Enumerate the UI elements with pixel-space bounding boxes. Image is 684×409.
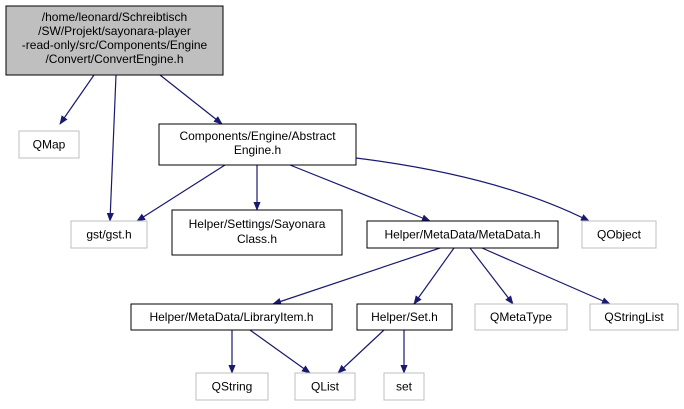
node-box (589, 303, 679, 331)
node-label-line: Helper/Set.h (371, 310, 438, 324)
node-label-line: QList (311, 380, 340, 394)
edge-set_h-to-qlist (337, 329, 385, 374)
node-box (366, 220, 559, 249)
node-label-line: Class.h (237, 232, 277, 246)
edge-abstractengine-to-qobject (355, 157, 590, 222)
node-label-line: Engine.h (234, 143, 281, 157)
node-box (130, 303, 333, 331)
node-box (474, 303, 568, 331)
node-label-line: QString (212, 380, 253, 394)
node-label-line: Helper/Settings/Sayonara (189, 217, 326, 231)
edge-convertengine-to-gst (106, 74, 117, 222)
edge-libraryitem-to-qlist (249, 329, 311, 374)
node-box (158, 123, 357, 166)
edge-abstractengine-to-gst (136, 164, 226, 222)
node-sayonaraclass-h[interactable]: Helper/Settings/Sayonara Class.h (171, 209, 343, 256)
node-label-line: QMap (33, 138, 66, 152)
node-box (18, 130, 80, 159)
edge-metadata-to-libraryitem (272, 247, 441, 305)
node-gst-gst-h[interactable]: gst/gst.h (70, 220, 148, 249)
node-label-line: QObject (597, 228, 642, 242)
node-label-line: /Convert/ConvertEngine.h (45, 52, 183, 66)
node-convertengine-h[interactable]: /home/leonard/Schreibtisch /SW/Projekt/s… (5, 5, 224, 76)
node-label-line: QMetaType (490, 310, 552, 324)
node-label-line: gst/gst.h (86, 228, 131, 242)
node-box (195, 372, 269, 401)
node-set-h[interactable]: Helper/Set.h (356, 303, 453, 331)
node-set[interactable]: set (383, 372, 425, 401)
edge-metadata-to-qstringlist (481, 247, 611, 305)
node-label-line: /home/leonard/Schreibtisch (42, 10, 187, 24)
node-label-line: Helper/MetaData/LibraryItem.h (149, 310, 313, 324)
node-qlist[interactable]: QList (294, 372, 356, 401)
node-box (581, 220, 657, 249)
node-box (383, 372, 425, 401)
node-box (171, 209, 343, 256)
node-qobject[interactable]: QObject (581, 220, 657, 249)
node-metadata-h[interactable]: Helper/MetaData/MetaData.h (366, 220, 559, 249)
node-label-line: Components/Engine/Abstract (179, 129, 336, 143)
edge-metadata-to-set_h (413, 247, 455, 305)
node-qstring[interactable]: QString (195, 372, 269, 401)
node-box (294, 372, 356, 401)
node-label-line: /SW/Projekt/sayonara-player (38, 24, 191, 38)
node-box (356, 303, 453, 331)
node-label-line: QStringList (604, 310, 664, 324)
node-label-line: -read-only/src/Components/Engine (22, 38, 208, 52)
edge-convertengine-to-abstractengine (159, 74, 223, 125)
node-libraryitem-h[interactable]: Helper/MetaData/LibraryItem.h (130, 303, 333, 331)
node-qstringlist[interactable]: QStringList (589, 303, 679, 331)
node-box (5, 5, 224, 76)
node-qmetatype[interactable]: QMetaType (474, 303, 568, 331)
node-box (70, 220, 148, 249)
node-label-line: set (396, 380, 413, 394)
edge-abstractengine-to-metadata (289, 164, 431, 222)
edges (59, 74, 611, 374)
node-qmap[interactable]: QMap (18, 130, 80, 159)
edge-convertengine-to-qmap (59, 74, 95, 125)
edge-metadata-to-qmetatype (469, 247, 514, 305)
node-label-line: Helper/MetaData/MetaData.h (384, 228, 540, 242)
node-abstractengine-h[interactable]: Components/Engine/Abstract Engine.h (158, 123, 357, 166)
